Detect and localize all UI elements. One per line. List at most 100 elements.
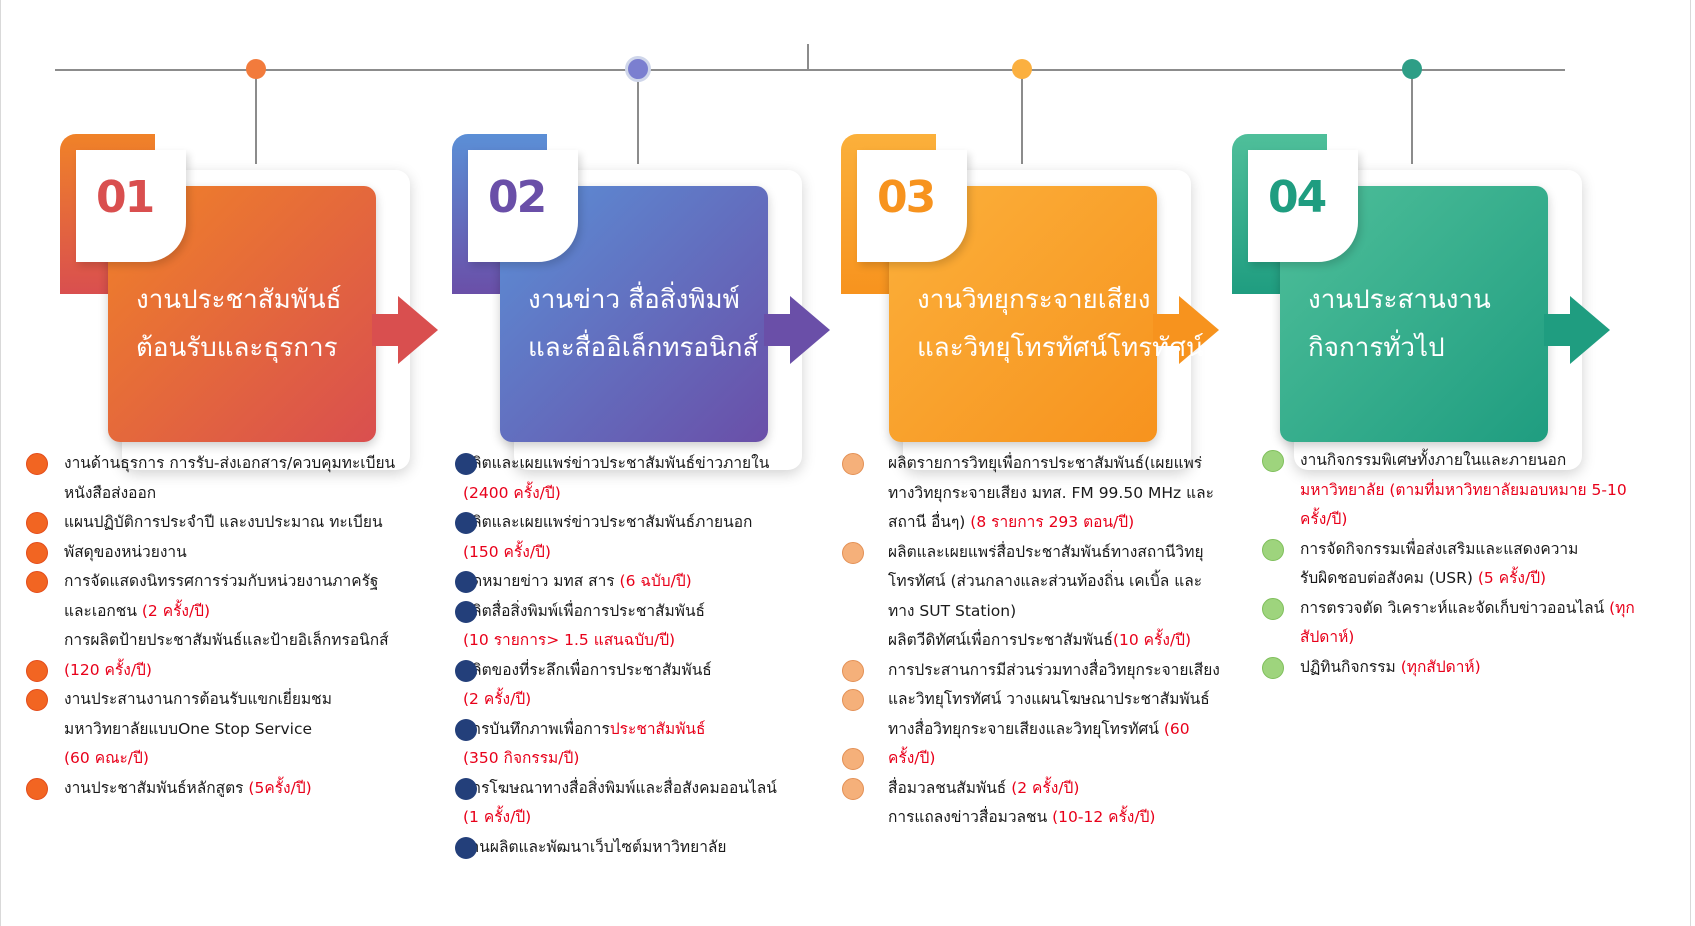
number-notch (857, 150, 967, 262)
list-item: ปฏิทินกิจกรรม (ทุกสัปดาห์) (1300, 653, 1481, 682)
list-item: (60 คณะ/ปี) (64, 744, 149, 773)
column-title-line1: งานวิทยุกระจายเสียง (917, 285, 1151, 315)
item-count-highlight: (5ครั้ง/ปี) (248, 778, 312, 797)
number-notch (1248, 150, 1358, 262)
bullet-icon (455, 600, 477, 623)
list-item: ทางวิทยุกระจายเสียง มทส. FM 99.50 MHz แล… (888, 479, 1214, 508)
item-text: ทาง SUT Station) (888, 601, 1017, 620)
list-item: ครั้ง/ปี) (888, 744, 935, 773)
item-text: พัสดุของหน่วยงาน (64, 542, 187, 561)
item-count-highlight: (350 กิจกรรม/ปี) (463, 749, 580, 767)
item-count-highlight: (5 ครั้ง/ปี) (1477, 569, 1547, 587)
bullet-icon (1262, 450, 1284, 472)
list-item: ครั้ง/ปี) (1300, 505, 1347, 534)
arrow-shaft (1153, 314, 1181, 346)
list-item: มหาวิทยาลัย (ตามที่มหาวิทยาลัยมอบหมาย 5-… (1300, 476, 1627, 505)
timeline-dot (246, 59, 266, 79)
list-item: (150 ครั้ง/ปี) (463, 538, 551, 567)
column-title-line2: และวิทยุโทรทัศน์โทรทัศน์ (917, 333, 1204, 363)
list-item: การจัดแสดงนิทรรศการร่วมกับหน่วยงานภาครัฐ (64, 567, 378, 596)
arrow-shaft (764, 314, 792, 346)
item-count-highlight: (ทุกสัปดาห์) (1400, 657, 1481, 676)
item-text: แผนปฏิบัติการประจำปี และงบประมาณ ทะเบียน (64, 513, 383, 531)
list-item: งานประสานงานการต้อนรับแขกเยี่ยมชม (64, 685, 332, 714)
column-title-line2: กิจการทั่วไป (1308, 333, 1445, 363)
list-item: การประสานการมีส่วนร่วมทางสื่อวิทยุกระจาย… (888, 656, 1220, 685)
item-count-highlight: มหาวิทยาลัย (ตามที่มหาวิทยาลัยมอบหมาย 5-… (1300, 480, 1627, 499)
item-count-highlight: (10-12 ครั้ง/ปี) (1052, 808, 1156, 826)
bullet-icon (1262, 538, 1284, 561)
list-item: การบันทึกภาพเพื่อการประชาสัมพันธ์ (463, 715, 706, 744)
item-count-highlight: (2 ครั้ง/ปี) (1011, 778, 1080, 797)
list-item: (120 ครั้ง/ปี) (64, 656, 152, 685)
item-text: และเอกชน (64, 601, 142, 620)
list-item: (10 รายการ> 1.5 แสนฉบับ/ปี) (463, 626, 675, 655)
list-item: ผลิตรายการวิทยุเพื่อการประชาสัมพันธ์(เผย… (888, 449, 1202, 478)
list-item: โทรทัศน์ (ส่วนกลางและส่วนท้องถิ่น เคเบิ้… (888, 567, 1202, 596)
item-text: ผลิตและเผยแพร่สื่อประชาสัมพันธ์ทางสถานีว… (888, 542, 1204, 561)
item-text: การประสานการมีส่วนร่วมทางสื่อวิทยุกระจาย… (888, 660, 1220, 679)
item-count-highlight: (8 รายการ 293 ตอน/ปี) (970, 513, 1135, 531)
list-item: และเอกชน (2 ครั้ง/ปี) (64, 597, 210, 626)
column-title-line2: ต้อนรับและธุรการ (136, 333, 338, 363)
bullet-icon (842, 659, 864, 682)
item-text: การแถลงข่าวสื่อมวลชน (888, 808, 1053, 826)
item-count-highlight: ครั้ง/ปี) (1300, 510, 1348, 528)
column-title-line1: งานประชาสัมพันธ์ (136, 285, 342, 315)
list-item: พัสดุของหน่วยงาน (64, 538, 187, 567)
step-number: 01 (96, 172, 155, 223)
item-count-highlight: (150 ครั้ง/ปี) (463, 542, 551, 561)
item-text: การผลิตป้ายประชาสัมพันธ์และป้ายอิเล็กทรอ… (64, 631, 389, 649)
bullet-icon (842, 777, 864, 800)
bullet-icon (455, 571, 477, 593)
bullet-icon (26, 512, 48, 534)
item-text: ทางสื่อวิทยุกระจายเสียงและวิทยุโทรทัศน์ (888, 719, 1164, 738)
list-item: มหาวิทยาลัยแบบOne Stop Service (64, 715, 312, 744)
arrow-shaft (1544, 314, 1572, 346)
timeline-line (55, 69, 1565, 71)
list-item: ทางสื่อวิทยุกระจายเสียงและวิทยุโทรทัศน์ … (888, 715, 1190, 744)
timeline-dot (1012, 59, 1032, 79)
item-count-highlight: ครั้ง/ปี) (888, 749, 936, 767)
number-notch (468, 150, 578, 262)
item-text: ผลิตวีดิทัศน์เพื่อการประชาสัมพันธ์ (888, 631, 1113, 649)
timeline-stem (637, 70, 639, 164)
item-text: มหาวิทยาลัยแบบOne Stop Service (64, 719, 313, 738)
list-item: ผลิตวีดิทัศน์เพื่อการประชาสัมพันธ์(10 คร… (888, 626, 1191, 655)
list-item: งานด้านธุรการ การรับ-ส่งเอกสาร/ควบคุมทะเ… (64, 449, 395, 478)
item-text: งานผลิตและพัฒนาเว็บไซต์มหาวิทยาลัย (463, 837, 727, 856)
item-count-highlight: (60 คณะ/ปี) (64, 749, 149, 767)
arrow-shaft (372, 314, 400, 346)
list-item: การแถลงข่าวสื่อมวลชน (10-12 ครั้ง/ปี) (888, 803, 1155, 832)
bullet-icon (842, 689, 864, 711)
frame-edge-right (1690, 0, 1691, 926)
item-text: โทรทัศน์ (ส่วนกลางและส่วนท้องถิ่น เคเบิ้… (888, 572, 1203, 590)
bullet-icon (455, 777, 477, 800)
item-text: ทางวิทยุกระจายเสียง มทส. FM 99.50 MHz แล… (888, 483, 1214, 502)
list-item: การโฆษณาทางสื่อสิ่งพิมพ์และสื่อสังคมออนไ… (463, 774, 777, 803)
list-item: ทาง SUT Station) (888, 597, 1016, 626)
item-text: งานกิจกรรมพิเศษทั้งภายในและภายนอก (1300, 451, 1567, 469)
list-item: (2400 ครั้ง/ปี) (463, 479, 561, 508)
list-item: (350 กิจกรรม/ปี) (463, 744, 579, 773)
item-text: การบันทึกภาพเพื่อการ (463, 719, 610, 738)
list-item: รับผิดชอบต่อสังคม (USR) (5 ครั้ง/ปี) (1300, 564, 1546, 593)
item-count-highlight: (2 ครั้ง/ปี) (141, 601, 211, 620)
timeline-dot (1402, 59, 1422, 79)
number-notch (76, 150, 186, 262)
item-count-highlight: (1 ครั้ง/ปี) (463, 808, 532, 826)
list-item: งานกิจกรรมพิเศษทั้งภายในและภายนอก (1300, 446, 1566, 475)
item-text: ผลิตรายการวิทยุเพื่อการประชาสัมพันธ์(เผย… (888, 454, 1203, 472)
item-text: การโฆษณาทางสื่อสิ่งพิมพ์และสื่อสังคมออนไ… (463, 778, 777, 797)
column-title-line2: และสื่ออิเล็กทรอนิกส์ (528, 333, 759, 363)
arrow-right-icon (1179, 296, 1219, 364)
list-item: สื่อมวลชนสัมพันธ์ (2 ครั้ง/ปี) (888, 774, 1079, 803)
bullet-icon (26, 777, 48, 800)
timeline-stem (1411, 70, 1413, 164)
bullet-icon (26, 689, 48, 711)
item-text: การจัดแสดงนิทรรศการร่วมกับหน่วยงานภาครัฐ (64, 572, 379, 590)
item-text: และวิทยุโทรทัศน์ วางแผนโฆษณาประชาสัมพันธ… (888, 690, 1210, 708)
list-item: และวิทยุโทรทัศน์ วางแผนโฆษณาประชาสัมพันธ… (888, 685, 1210, 714)
list-item: (2 ครั้ง/ปี) (463, 685, 531, 714)
bullet-icon (1262, 656, 1284, 679)
